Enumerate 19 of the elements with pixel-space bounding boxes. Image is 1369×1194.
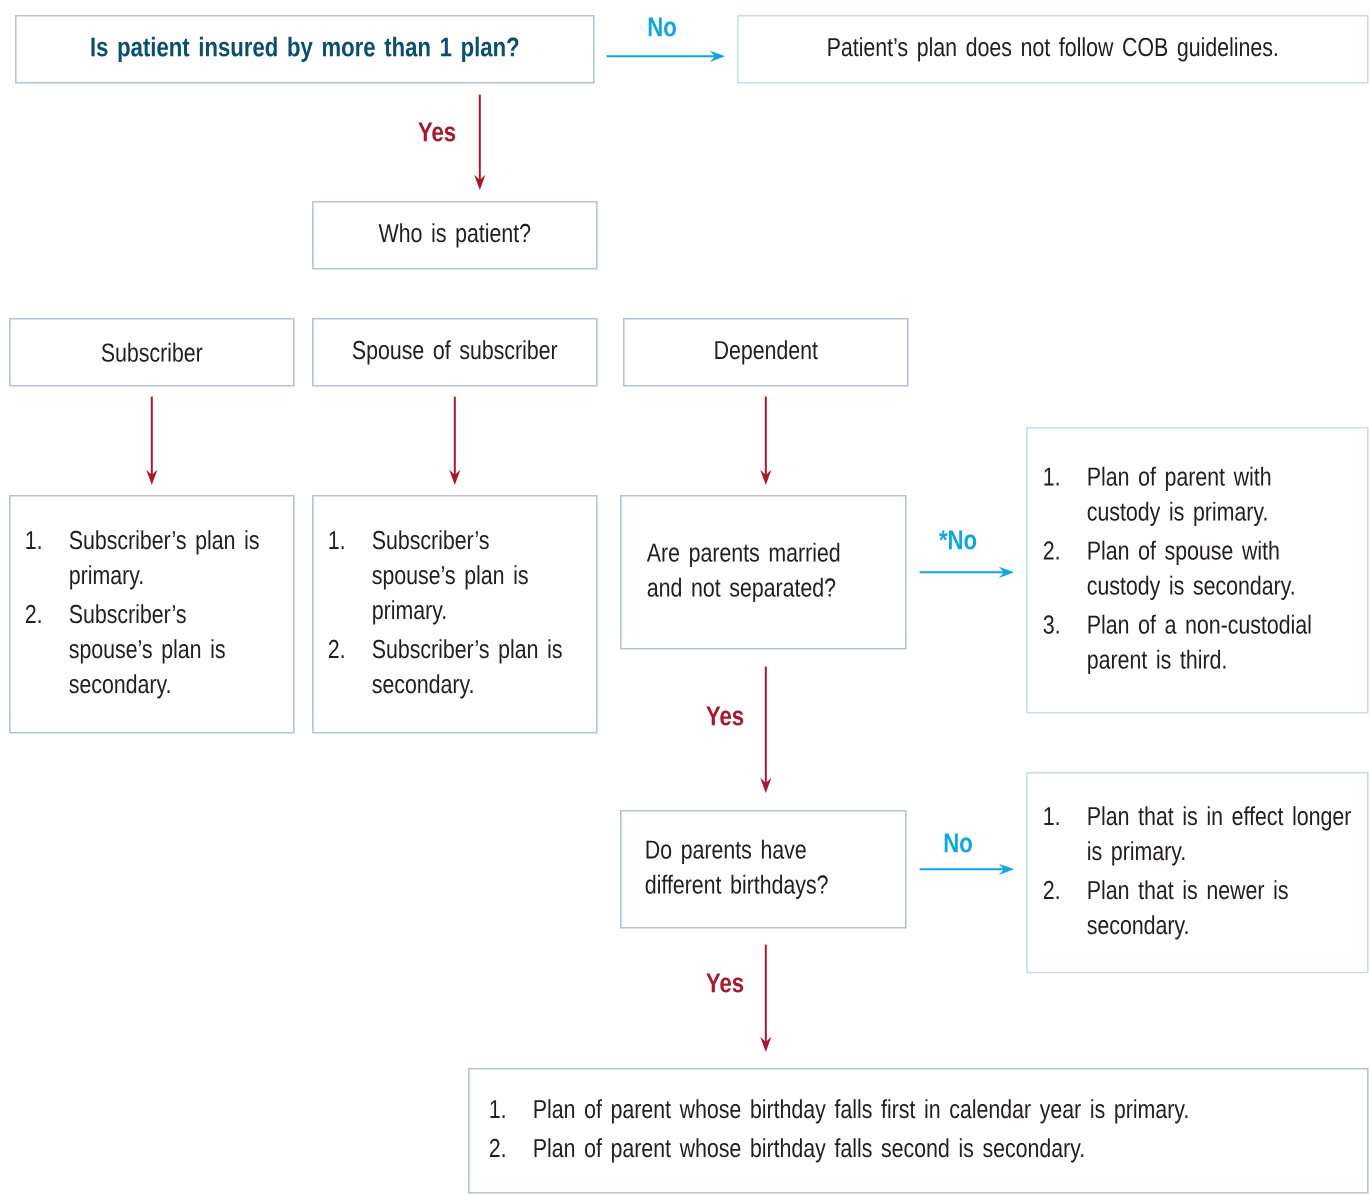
rule-list-box: 1. Plan that is in effect longer is primary. 2. Plan that is newer is secondary. [1026, 772, 1369, 974]
rule-list-box: 1. Plan of parent whose birthday falls first in calendar year is primary. 2. Plan of parent whose birthday falls second is secondary. [468, 1068, 1369, 1194]
edge-label: Yes [416, 121, 458, 143]
edge-label: Yes [704, 972, 746, 994]
edge-label: *No [937, 529, 979, 551]
process-box: Do parents have different birthdays? [620, 810, 907, 929]
edge-label: No [942, 832, 974, 854]
rule-list-box: 1. Subscriber’s spouse’s plan is primary. 2. Subscriber’s plan is secondary. [312, 495, 598, 734]
process-box: Who is patient? [312, 201, 598, 270]
process-box: Patient’s plan does not follow COB guidelines. [737, 15, 1369, 84]
question-box: Is patient insured by more than 1 plan? [15, 15, 595, 84]
edge-label: No [646, 16, 678, 38]
rule-list-box: 1. Subscriber’s plan is primary. 2. Subscriber’s spouse’s plan is secondary. [9, 495, 295, 734]
rule-list-box: 1. Plan of parent with custody is primary. 2. Plan of spouse with custody is secondary. 3. Plan of a non-custodial parent is third. [1026, 427, 1369, 714]
process-box: Dependent [623, 318, 909, 387]
process-box: Spouse of subscriber [312, 318, 598, 387]
process-box: Are parents married and not separated? [620, 495, 907, 650]
edge-label: Yes [704, 705, 746, 727]
process-box: Subscriber [9, 318, 295, 387]
